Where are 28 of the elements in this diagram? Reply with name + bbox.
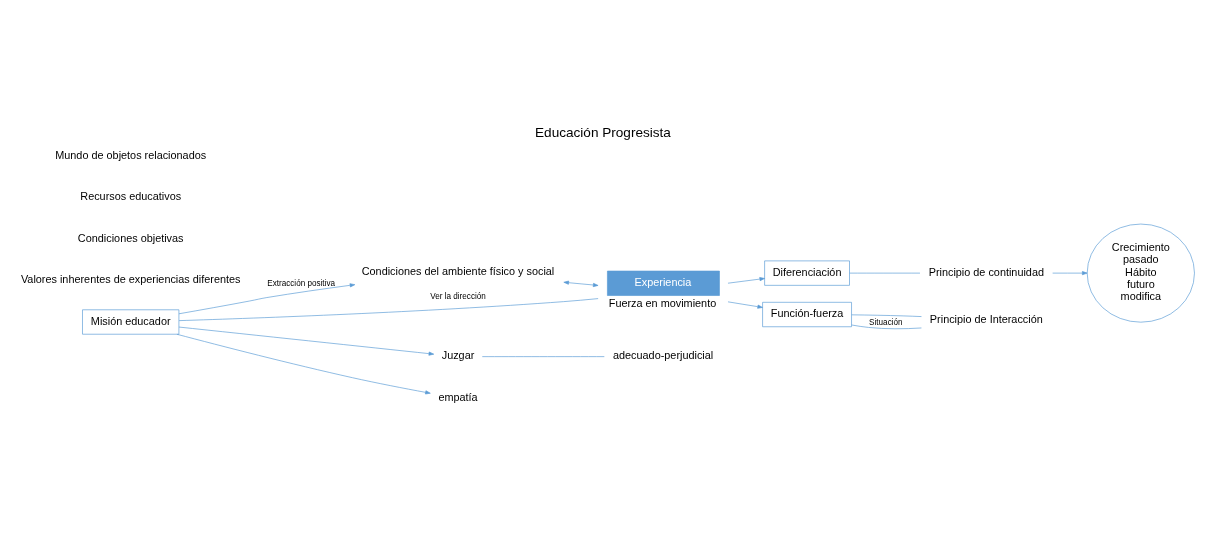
node-box: Misión educador: [82, 308, 180, 335]
arrow: [176, 333, 431, 394]
arrow: [727, 301, 763, 309]
node-text: adecuado-perjudicial: [612, 348, 714, 361]
node-text: Principio de continuidad: [928, 265, 1044, 278]
node-text: Condiciones del ambiente físico y social: [361, 264, 555, 277]
arrow: [178, 326, 435, 356]
node-text: Principio de Interacción: [929, 312, 1043, 325]
arrow: [563, 280, 599, 287]
connector: [849, 272, 921, 273]
connector: [178, 297, 599, 321]
connector: [481, 355, 605, 357]
node-label: Fuerza en movimiento: [608, 296, 717, 309]
arrow: [727, 276, 765, 284]
label: Condiciones objetivas: [77, 231, 184, 244]
label: Valores inherentes de experiencias diferentes: [20, 272, 241, 285]
connector: [851, 324, 922, 329]
label: Recursos educativos: [80, 189, 182, 202]
node-text: empatía: [438, 390, 478, 403]
node-text: Juzgar: [441, 348, 475, 361]
arrow: [178, 282, 356, 314]
node-circle: Crecimiento pasado Hábito futuro modifica: [1086, 223, 1195, 322]
node-box: Diferenciación: [764, 260, 850, 286]
diagram-title: Educación Progresista: [535, 124, 671, 140]
arrow: [1052, 270, 1088, 275]
connector: [851, 314, 922, 317]
node-box: Función-fuerza: [762, 301, 852, 327]
label: Mundo de objetos relacionados: [55, 148, 207, 161]
